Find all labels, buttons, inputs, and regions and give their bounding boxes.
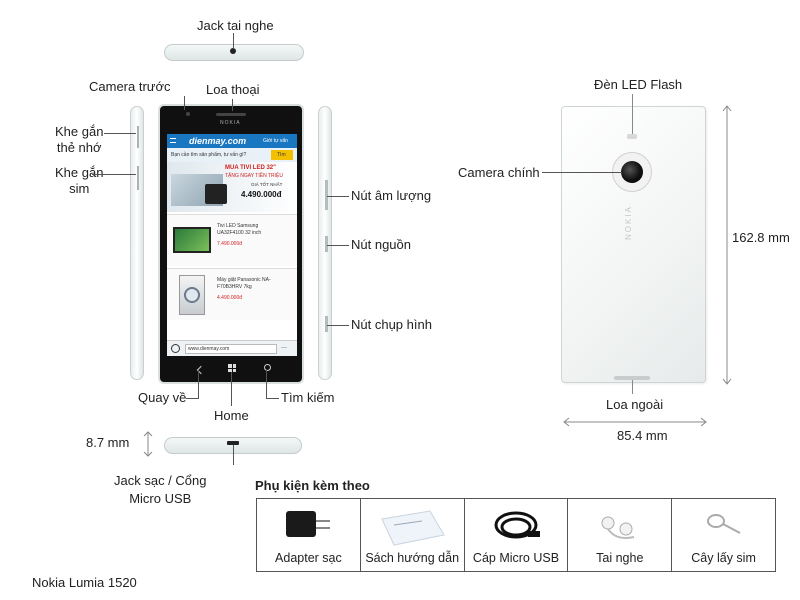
power-key <box>325 236 328 252</box>
search-button: Tìm <box>271 150 293 160</box>
label-tim-kiem: Tìm kiếm <box>281 390 335 405</box>
camera-key <box>325 316 328 332</box>
washer-door <box>184 287 200 303</box>
accessory-manual: Sách hướng dẫn <box>361 499 465 571</box>
label-home: Home <box>214 408 249 423</box>
accessory-earphones: Tai nghe <box>568 499 673 571</box>
earpiece-speaker <box>216 113 246 116</box>
manual-booklet-icon <box>381 510 445 546</box>
label-jack-sac: Jack sạc / Cổng Micro USB <box>114 473 207 506</box>
banner-title: MUA TIVI LED 32" <box>225 165 276 171</box>
charger-adapter-icon <box>286 511 331 537</box>
accessories-table: Adapter sạc Sách hướng dẫn Cáp Micro USB… <box>256 498 776 572</box>
accessory-charger: Adapter sạc <box>257 499 361 571</box>
menu-icon <box>170 138 176 143</box>
usb-port <box>227 441 239 445</box>
earphones-icon <box>601 516 634 539</box>
sim-slot <box>137 166 139 190</box>
label-nut-chup-hinh: Nút chụp hình <box>351 317 432 332</box>
product-row-2: Máy giặt Panasonic NA- F70B3HRV 7kg 4.49… <box>167 268 297 320</box>
loudspeaker-grille <box>614 376 650 380</box>
accessories-title: Phụ kiện kèm theo <box>255 478 370 493</box>
product-2-name: Máy giặt Panasonic NA- F70B3HRV 7kg <box>217 277 271 290</box>
product-2-price: 4.490.000đ <box>217 295 243 301</box>
sim-eject-tool-icon <box>706 514 741 534</box>
label-jack-tai-nghe: Jack tai nghe <box>197 18 274 33</box>
memory-slot <box>137 126 139 148</box>
label-camera-chinh: Camera chính <box>458 165 540 180</box>
label-camera-truoc: Camera trước <box>89 79 171 94</box>
label-quay-ve: Quay về <box>138 390 187 405</box>
label-loa-thoai: Loa thoại <box>206 82 260 97</box>
label-khe-the-nho: Khe gắn thẻ nhớ <box>55 124 104 155</box>
label-loa-ngoai: Loa ngoài <box>606 397 664 412</box>
nokia-brand: NOKIA <box>220 120 241 126</box>
promo-banner: MUA TIVI LED 32" TẶNG NGAY TIỀN TRIỆU GI… <box>167 162 297 212</box>
main-camera-lens <box>621 161 643 183</box>
site-header: dienmay.com Giới tự vấn <box>167 134 297 148</box>
url-field: www.dienmay.com <box>185 344 277 354</box>
label-width: 85.4 mm <box>617 428 668 443</box>
product-row-1: Tivi LED Samsung UA32F4100 32 inch 7.490… <box>167 214 297 266</box>
label-nut-am-luong: Nút âm lượng <box>351 188 432 203</box>
width-arrow <box>563 417 707 427</box>
windows-logo-icon <box>228 364 236 372</box>
refresh-icon <box>171 344 180 353</box>
phone-screen: dienmay.com Giới tự vấn Bạn cần tìm sản … <box>167 134 297 356</box>
label-thickness: 8.7 mm <box>86 435 130 450</box>
accessory-sim-tool: Cây lấy sim <box>672 499 775 571</box>
caption: Nokia Lumia 1520 <box>32 575 137 590</box>
height-arrow <box>722 105 732 385</box>
site-logo: dienmay.com <box>189 136 247 146</box>
thickness-arrow <box>143 431 153 457</box>
search-placeholder: Bạn cần tìm sản phẩm, tư vấn gì? <box>171 152 247 158</box>
label-den-led: Đèn LED Flash <box>594 77 683 92</box>
phone-front: NOKIA dienmay.com Giới tự vấn Bạn cần tì… <box>158 104 304 384</box>
label-nut-nguon: Nút nguồn <box>351 237 411 252</box>
product-1-price: 7.490.000đ <box>217 241 243 247</box>
label-khe-sim: Khe gắn sim <box>55 165 104 196</box>
phone-back <box>561 106 706 383</box>
front-camera <box>186 112 190 116</box>
site-search: Bạn cần tìm sản phẩm, tư vấn gì? Tìm <box>167 148 297 162</box>
banner-price-label: GIÁ TỐT NHẤT <box>251 182 283 187</box>
site-menu: Giới tự vấn <box>263 138 288 144</box>
accessory-usb-cable: Cáp Micro USB <box>465 499 569 571</box>
url-more-icon: ... <box>281 343 287 350</box>
volume-rocker <box>325 180 328 210</box>
tv-thumbnail <box>173 227 211 253</box>
back-nokia-brand: NOKIA <box>624 205 633 240</box>
washer-thumbnail <box>179 275 205 315</box>
usb-cable-icon <box>494 511 540 539</box>
search-key-icon <box>264 364 271 371</box>
label-height: 162.8 mm <box>732 230 790 245</box>
led-flash <box>627 134 637 139</box>
banner-sub: TẶNG NGAY TIỀN TRIỆU <box>225 173 283 179</box>
browser-address-bar: www.dienmay.com ... <box>167 340 297 356</box>
banner-price: 4.490.000đ <box>241 190 282 199</box>
product-1-name: Tivi LED Samsung UA32F4100 32 inch <box>217 223 262 236</box>
headphone-jack-dot <box>230 48 236 54</box>
banner-speakers <box>205 184 227 204</box>
